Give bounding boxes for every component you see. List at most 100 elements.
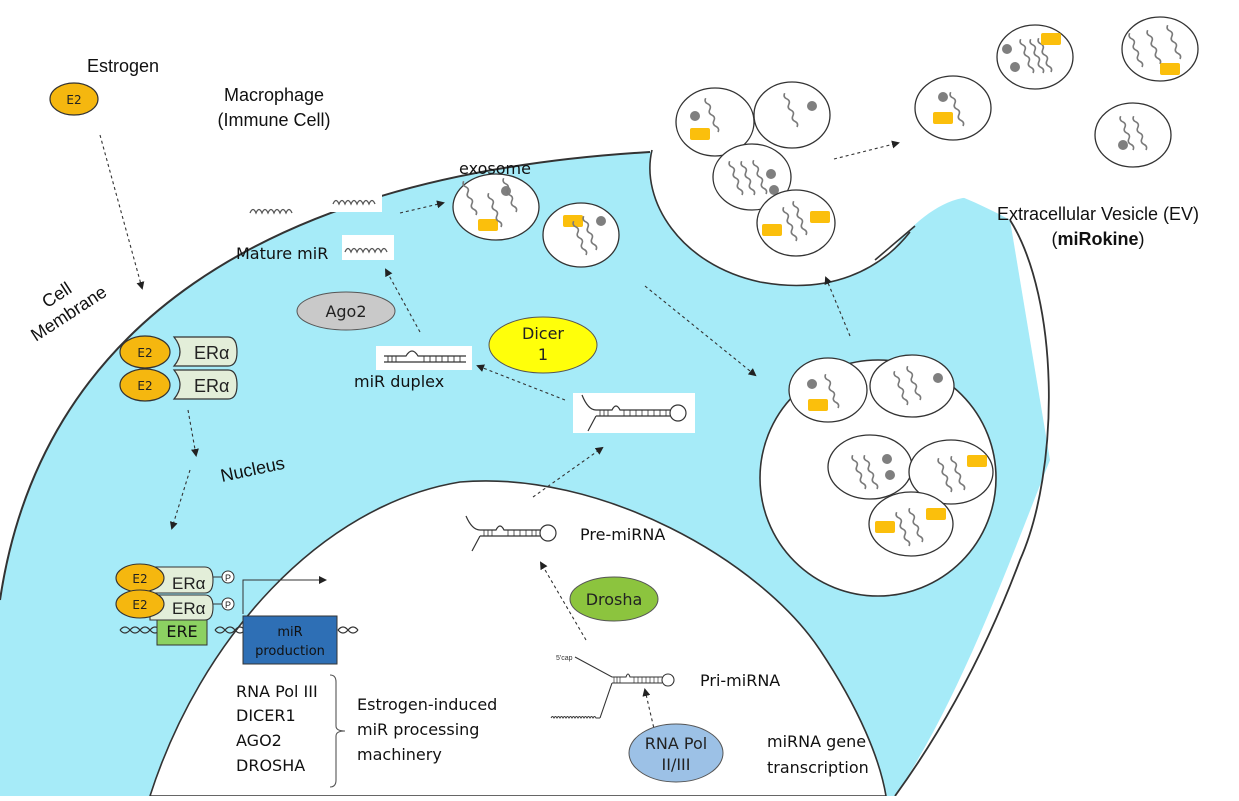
pathway-arrows bbox=[99, 134, 900, 734]
cell-membrane-right bbox=[894, 219, 1050, 797]
pri-mirna-label: Pri-miRNA bbox=[700, 671, 780, 690]
macrophage-label: Macrophage bbox=[224, 85, 324, 105]
dicer1-enzyme: Dicer 1 bbox=[488, 316, 598, 374]
cargo-protein bbox=[875, 521, 895, 533]
svg-text:E2: E2 bbox=[132, 572, 147, 586]
svg-text:E2: E2 bbox=[66, 93, 81, 107]
cargo-protein bbox=[1041, 33, 1061, 45]
vesicle bbox=[868, 491, 954, 557]
mirokine-label: (miRokine) bbox=[1051, 229, 1144, 249]
vesicle bbox=[827, 434, 913, 500]
svg-text:E2: E2 bbox=[132, 598, 147, 612]
vesicle bbox=[753, 81, 831, 149]
pre-mirna-label: Pre-miRNA bbox=[580, 525, 665, 544]
phospho-label: P bbox=[225, 573, 231, 583]
vesicle-membrane bbox=[756, 189, 836, 257]
cargo-particle bbox=[1002, 44, 1012, 54]
cell-membrane-label: Cell Membrane bbox=[27, 278, 110, 345]
mir-duplex-label: miR duplex bbox=[354, 372, 444, 391]
vesicle-membrane bbox=[753, 81, 831, 149]
svg-text:Dicer: Dicer bbox=[522, 324, 564, 343]
vesicle-membrane bbox=[788, 357, 868, 423]
e2-molecule-free: E2 bbox=[49, 82, 99, 116]
ere-element: ERE bbox=[156, 615, 208, 646]
svg-text:Drosha: Drosha bbox=[586, 590, 643, 609]
svg-text:Estrogen-induced: Estrogen-induced bbox=[357, 695, 497, 714]
machinery-bracket bbox=[329, 674, 346, 788]
svg-text:ERα: ERα bbox=[194, 376, 229, 396]
svg-text:machinery: machinery bbox=[357, 745, 442, 764]
ago2-enzyme: Ago2 bbox=[296, 291, 396, 331]
mir-duplex bbox=[376, 346, 472, 370]
drosha-enzyme: Drosha bbox=[569, 576, 659, 622]
svg-text:ERα: ERα bbox=[194, 343, 229, 363]
svg-text:E2: E2 bbox=[137, 379, 152, 393]
svg-text:miR processing: miR processing bbox=[357, 720, 479, 739]
vesicle bbox=[1121, 16, 1199, 82]
svg-text:ERα: ERα bbox=[172, 574, 206, 593]
machinery-caption: Estrogen-induced miR processing machiner… bbox=[357, 695, 497, 764]
mature-mir-1 bbox=[246, 197, 298, 222]
vesicle bbox=[788, 357, 868, 423]
vesicle-membrane bbox=[1094, 102, 1172, 168]
pre-mirna-cytoplasm bbox=[573, 393, 695, 433]
cargo-particle bbox=[596, 216, 606, 226]
cargo-particle bbox=[1118, 140, 1128, 150]
cargo-protein bbox=[967, 455, 987, 467]
vesicle bbox=[712, 143, 792, 211]
cargo-particle bbox=[769, 185, 779, 195]
cargo-particle bbox=[882, 454, 892, 464]
svg-text:AGO2: AGO2 bbox=[236, 731, 282, 750]
svg-text:Ago2: Ago2 bbox=[325, 302, 366, 321]
vesicle bbox=[1094, 102, 1172, 168]
svg-text:II/III: II/III bbox=[662, 755, 691, 774]
cargo-particle bbox=[807, 379, 817, 389]
vesicle bbox=[996, 24, 1074, 90]
estrogen-label: Estrogen bbox=[87, 56, 159, 76]
svg-text:miR: miR bbox=[277, 625, 302, 640]
svg-text:P: P bbox=[225, 600, 231, 610]
machinery-list: RNA Pol III DICER1 AGO2 DROSHA bbox=[236, 682, 318, 775]
cargo-protein bbox=[690, 128, 710, 140]
cargo-particle bbox=[690, 111, 700, 121]
mature-mir-2 bbox=[330, 187, 382, 212]
vesicle bbox=[675, 87, 755, 157]
mature-mir-3 bbox=[342, 235, 394, 260]
cargo-particle bbox=[933, 373, 943, 383]
cargo-protein bbox=[810, 211, 830, 223]
cargo-particle bbox=[885, 470, 895, 480]
vesicle bbox=[869, 354, 955, 418]
cargo-particle bbox=[938, 92, 948, 102]
budding-pocket bbox=[649, 0, 1050, 286]
rna-pol-enzyme: RNA Pol II/III bbox=[628, 723, 724, 783]
svg-text:RNA Pol: RNA Pol bbox=[645, 734, 707, 753]
mirna-gene-label: miRNA gene bbox=[767, 732, 866, 751]
mir-production-gene: miR production bbox=[242, 615, 338, 665]
e2-er-alpha-complex: E2 ERα E2 ERα bbox=[119, 335, 238, 402]
svg-text:E2: E2 bbox=[137, 346, 152, 360]
vesicle bbox=[542, 202, 620, 268]
cargo-particle bbox=[1010, 62, 1020, 72]
svg-text:DROSHA: DROSHA bbox=[236, 756, 305, 775]
vesicle-membrane bbox=[996, 24, 1074, 90]
mature-mir-label: Mature miR bbox=[236, 244, 328, 263]
cargo-protein bbox=[1160, 63, 1180, 75]
svg-text:ERα: ERα bbox=[172, 599, 206, 618]
cargo-protein bbox=[926, 508, 946, 520]
nuclear-er-alpha-complex: ERα ERα E2 E2 P P bbox=[115, 563, 235, 621]
dna-strand bbox=[119, 626, 359, 634]
vesicle-membrane bbox=[452, 173, 540, 241]
transcription-start-arrow bbox=[242, 576, 327, 614]
vesicle-membrane bbox=[869, 354, 955, 418]
cargo-protein bbox=[808, 399, 828, 411]
macrophage-label-sub: (Immune Cell) bbox=[217, 110, 330, 130]
vesicle bbox=[452, 173, 540, 241]
exosome-label: exosome bbox=[459, 159, 531, 178]
ev-label: Extracellular Vesicle (EV) bbox=[997, 204, 1199, 224]
vesicle bbox=[908, 439, 994, 505]
transcription-label: transcription bbox=[767, 758, 869, 777]
svg-text:production: production bbox=[255, 644, 325, 659]
cargo-particle bbox=[807, 101, 817, 111]
vesicle bbox=[756, 189, 836, 257]
